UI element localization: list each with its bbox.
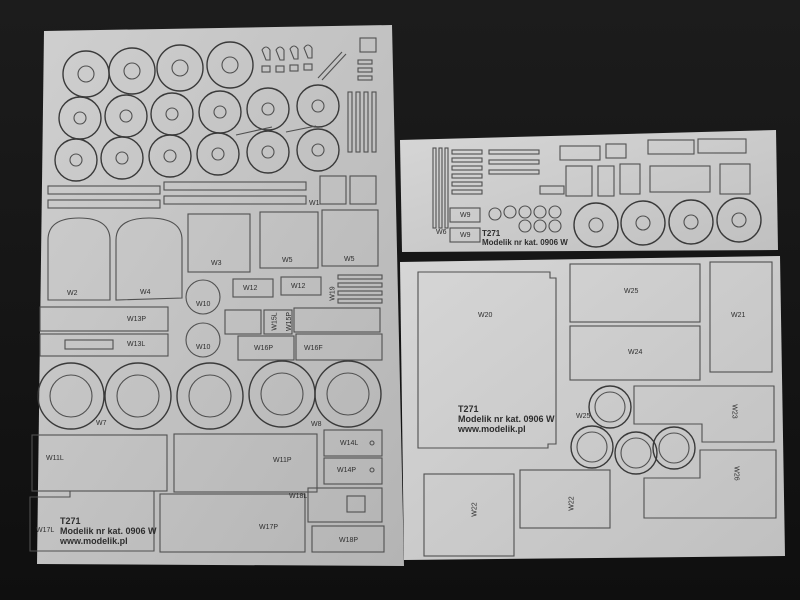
small-parts-cluster bbox=[235, 37, 377, 153]
label-w2: W2 bbox=[67, 290, 78, 297]
label-w21: W21 bbox=[731, 312, 746, 319]
website-url: www.modelik.pl bbox=[60, 536, 128, 546]
part-w22a-outline bbox=[423, 473, 515, 557]
label-w25: W25 bbox=[624, 288, 639, 295]
label-w20: W20 bbox=[478, 312, 493, 319]
part-w17p-outline bbox=[159, 493, 306, 553]
fine-parts-strip bbox=[432, 138, 751, 229]
part-w25-outline bbox=[569, 263, 701, 323]
frame-rails bbox=[47, 175, 377, 209]
label-w11p: W11P bbox=[273, 457, 292, 464]
label-w6: W6 bbox=[436, 229, 447, 236]
website-url: www.modelik.pl bbox=[458, 424, 526, 434]
part-w9b-outline bbox=[449, 227, 481, 243]
part-w14p-outline bbox=[323, 457, 383, 485]
part-w12b-outline bbox=[280, 276, 322, 296]
part-w18p-outline bbox=[311, 525, 385, 553]
part-w10b-outline bbox=[185, 322, 221, 358]
label-w8: W8 bbox=[311, 421, 322, 428]
label-w26: W26 bbox=[732, 466, 740, 481]
label-w24: W24 bbox=[628, 349, 643, 356]
part-w24-outline bbox=[569, 325, 701, 381]
label-w22b: W22 bbox=[568, 496, 576, 511]
part-w22b-outline bbox=[519, 469, 611, 529]
part-w2-outline bbox=[47, 217, 111, 301]
part-w18l-outline bbox=[307, 487, 383, 523]
left-sheet bbox=[29, 25, 404, 566]
label-w14p: W14P bbox=[337, 467, 357, 474]
label-w13l: W13L bbox=[127, 341, 146, 348]
label-w12b: W12 bbox=[291, 283, 306, 290]
label-w3: W3 bbox=[211, 260, 222, 267]
part-w26-outline bbox=[643, 449, 777, 519]
part-w19-strips bbox=[337, 274, 383, 304]
label-w7: W7 bbox=[96, 420, 107, 427]
label-w15p: W15P bbox=[286, 311, 294, 332]
label-w10a: W10 bbox=[196, 301, 211, 308]
label-w17p: W17P bbox=[259, 524, 279, 531]
right-top-discs bbox=[573, 197, 762, 248]
part-w3-outline bbox=[187, 213, 251, 273]
tyre-rings bbox=[37, 360, 382, 430]
label-w11l: W11L bbox=[46, 455, 64, 462]
part-w16p-outline bbox=[237, 335, 295, 361]
label-w13p: W13P bbox=[127, 316, 147, 323]
part-w13p-outline bbox=[39, 306, 169, 332]
right-top-imprint: T271 Modelik nr kat. 0906 W bbox=[482, 229, 568, 247]
left-sheet-imprint: T271 Modelik nr kat. 0906 W www.modelik.… bbox=[60, 516, 157, 546]
label-w9b: W9 bbox=[460, 232, 471, 239]
spoked-wheels-row-3 bbox=[54, 128, 340, 182]
right-top-sheet bbox=[400, 130, 778, 252]
label-w25b: W25 bbox=[576, 413, 591, 420]
part-w4-outline bbox=[115, 217, 183, 301]
label-w4: W4 bbox=[140, 289, 151, 296]
catalog-number: Modelik nr kat. 0906 W bbox=[482, 238, 568, 247]
part-w10a-outline bbox=[185, 279, 221, 315]
label-w15l: W15L bbox=[271, 312, 279, 331]
label-w19: W19 bbox=[329, 286, 337, 301]
label-w18p: W18P bbox=[339, 537, 359, 544]
label-w5a: W5 bbox=[282, 257, 293, 264]
part-w9a-outline bbox=[449, 207, 481, 223]
label-w14l: W14L bbox=[340, 440, 359, 447]
label-w17l: W17L bbox=[36, 527, 55, 534]
label-w10b: W10 bbox=[196, 344, 211, 351]
label-w12a: W12 bbox=[243, 285, 258, 292]
part-w11p-outline bbox=[173, 433, 318, 493]
label-w18l: W18L bbox=[289, 493, 308, 500]
wheel-row-top bbox=[62, 41, 254, 98]
label-w23: W23 bbox=[730, 404, 738, 419]
part-w21-outline bbox=[709, 261, 773, 373]
label-w1: W1 bbox=[309, 200, 320, 207]
part-w13l-outline bbox=[39, 333, 169, 357]
part-w14l-outline bbox=[323, 429, 383, 457]
part-w5a-outline bbox=[259, 211, 319, 269]
label-w9a: W9 bbox=[460, 212, 471, 219]
part-w16f-outline bbox=[295, 333, 383, 361]
small-sprockets bbox=[488, 205, 562, 233]
catalog-number: Modelik nr kat. 0906 W bbox=[458, 414, 555, 424]
model-name: T271 bbox=[482, 229, 501, 238]
label-w5b: W5 bbox=[344, 256, 355, 263]
part-w15-outline bbox=[224, 309, 262, 335]
part-w20-outline bbox=[417, 271, 557, 449]
part-w23-outline bbox=[633, 385, 775, 443]
part-w17l-outline bbox=[29, 490, 155, 552]
part-w5b-outline bbox=[321, 209, 379, 267]
label-w16f: W16F bbox=[304, 345, 323, 352]
label-w16p: W16P bbox=[254, 345, 274, 352]
right-bottom-sheet bbox=[400, 256, 785, 560]
model-name: T271 bbox=[458, 404, 479, 414]
catalog-number: Modelik nr kat. 0906 W bbox=[60, 526, 157, 536]
part-w12a-outline bbox=[232, 278, 274, 298]
right-bottom-imprint: T271 Modelik nr kat. 0906 W www.modelik.… bbox=[458, 404, 555, 434]
model-name: T271 bbox=[60, 516, 81, 526]
label-w22a: W22 bbox=[471, 502, 479, 517]
